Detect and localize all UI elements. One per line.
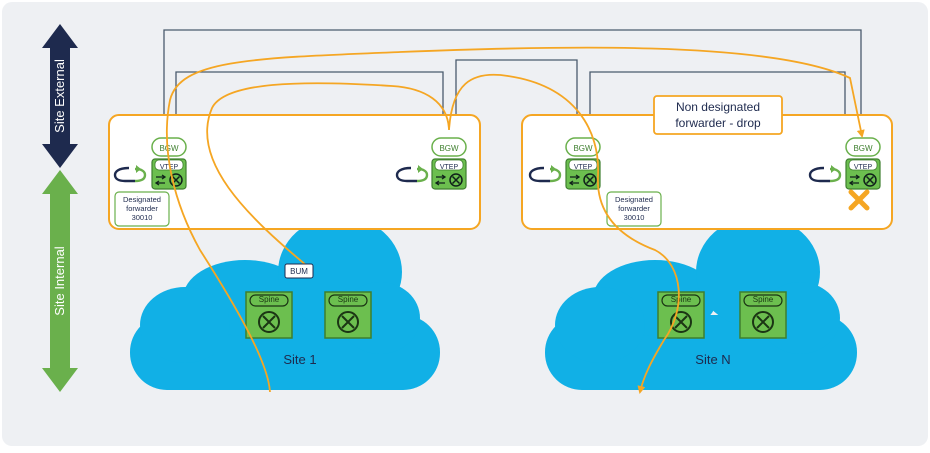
svg-text:Designated: Designated xyxy=(123,195,161,204)
svg-text:BGW: BGW xyxy=(159,144,179,153)
site-internal-label: Site Internal xyxy=(52,246,67,315)
non-designated-forwarder-label: Non designated forwarder - drop xyxy=(653,95,783,135)
bgw-siten-right: BGW VTEP xyxy=(845,137,881,190)
svg-text:forwarder - drop: forwarder - drop xyxy=(675,116,761,130)
spine-siten-right: Spine xyxy=(739,291,787,339)
svg-text:forwarder: forwarder xyxy=(126,204,158,213)
svg-text:Spine: Spine xyxy=(259,295,280,304)
spine-siten-left: Spine xyxy=(657,291,705,339)
svg-text:VTEP: VTEP xyxy=(854,164,873,171)
spine-site1-right: Spine xyxy=(324,291,372,339)
bgw-site1-right: BGW VTEP xyxy=(431,137,467,190)
designated-forwarder-site1: Designated forwarder 30010 xyxy=(114,191,170,227)
drop-x-icon xyxy=(848,189,870,211)
svg-text:Spine: Spine xyxy=(753,295,774,304)
svg-text:forwarder: forwarder xyxy=(618,204,650,213)
site-1-label: Site 1 xyxy=(283,352,316,367)
svg-text:VTEP: VTEP xyxy=(574,164,593,171)
spine-site1-left: Spine xyxy=(245,291,293,339)
site-1-bgw-box xyxy=(108,114,481,230)
external-connectors xyxy=(163,29,862,136)
site-external-arrow: Site External xyxy=(42,24,78,168)
designated-forwarder-siten: Designated forwarder 30010 xyxy=(606,191,662,227)
svg-text:BGW: BGW xyxy=(573,144,593,153)
svg-text:Non designated: Non designated xyxy=(676,100,760,114)
bum-traffic-path xyxy=(165,46,865,394)
bgw-siten-left: BGW VTEP xyxy=(565,137,601,190)
svg-text:30010: 30010 xyxy=(624,213,645,222)
svg-text:BUM: BUM xyxy=(290,267,308,276)
svg-text:VTEP: VTEP xyxy=(440,164,459,171)
svg-text:Designated: Designated xyxy=(615,195,653,204)
site-internal-arrow: Site Internal xyxy=(42,170,78,392)
svg-text:BGW: BGW xyxy=(853,144,873,153)
site-n-label: Site N xyxy=(695,352,730,367)
site-external-label: Site External xyxy=(52,59,67,133)
svg-text:30010: 30010 xyxy=(132,213,153,222)
svg-text:Spine: Spine xyxy=(671,295,692,304)
svg-text:BGW: BGW xyxy=(439,144,459,153)
svg-text:Spine: Spine xyxy=(338,295,359,304)
bum-label: BUM xyxy=(284,263,314,279)
